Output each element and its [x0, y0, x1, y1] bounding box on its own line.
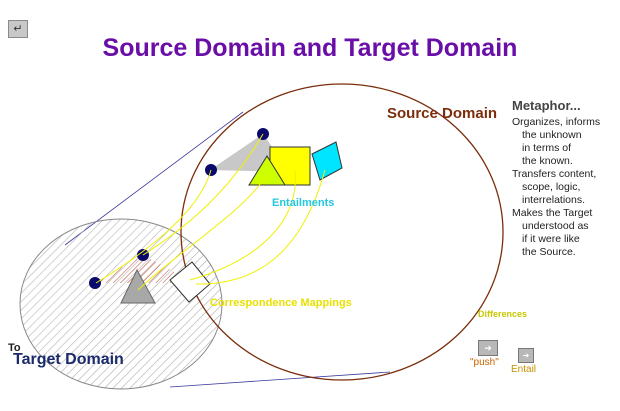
push-button[interactable]: ➔ [478, 340, 498, 356]
page-title: Source Domain and Target Domain [102, 34, 518, 62]
push-label: "push" [470, 357, 499, 368]
mapping-line-2 [142, 133, 264, 256]
return-nav-button[interactable]: ↵ [8, 20, 28, 38]
source-square [269, 146, 311, 186]
metaphor-description: Organizes, informs the unknown in terms … [512, 116, 600, 259]
differences-link[interactable]: Differences [478, 309, 528, 319]
entail-label: Entail [511, 364, 537, 375]
mapping-line-4 [189, 169, 296, 281]
metaphor-line: Transfers content, [512, 168, 597, 180]
metaphor-line: interrelations. [522, 194, 586, 206]
metaphor-line: Makes the Target [512, 207, 593, 219]
metaphor-line: if it were like [522, 233, 580, 245]
metaphor-heading: Metaphor... [512, 98, 581, 113]
mapping-line-5 [195, 169, 326, 285]
source-domain-ellipse [180, 83, 504, 381]
entail-button[interactable]: ➔ [518, 348, 534, 363]
metaphor-line: Organizes, informs [512, 116, 601, 128]
entailments-label: Entailments [272, 197, 335, 209]
target-domain-label: Target Domain [13, 351, 124, 368]
metaphor-line: scope, logic, [522, 181, 581, 193]
correspondence-mappings-label: Correspondence Mappings [210, 297, 352, 309]
metaphor-line: in terms of [522, 142, 572, 154]
metaphor-line: the Source. [522, 246, 576, 258]
to-label: To [8, 342, 21, 354]
metaphor-line: the unknown [522, 129, 582, 141]
source-triangle [248, 155, 286, 186]
source-diamond [311, 141, 343, 181]
right-arrow-icon: ➔ [484, 343, 492, 353]
right-arrow-icon: ➔ [522, 351, 530, 360]
mapping-line-1 [95, 169, 212, 284]
metaphor-line: the known. [522, 155, 573, 167]
metaphor-line: understood as [522, 220, 589, 232]
mapping-line-3 [137, 174, 268, 291]
target-gray-triangle [120, 268, 156, 304]
return-arrow-icon: ↵ [13, 23, 23, 35]
connector-line-bottom [169, 371, 391, 388]
source-domain-label: Source Domain [387, 105, 498, 122]
target-dot-left [89, 277, 101, 289]
target-hatched-triangle [95, 255, 195, 283]
